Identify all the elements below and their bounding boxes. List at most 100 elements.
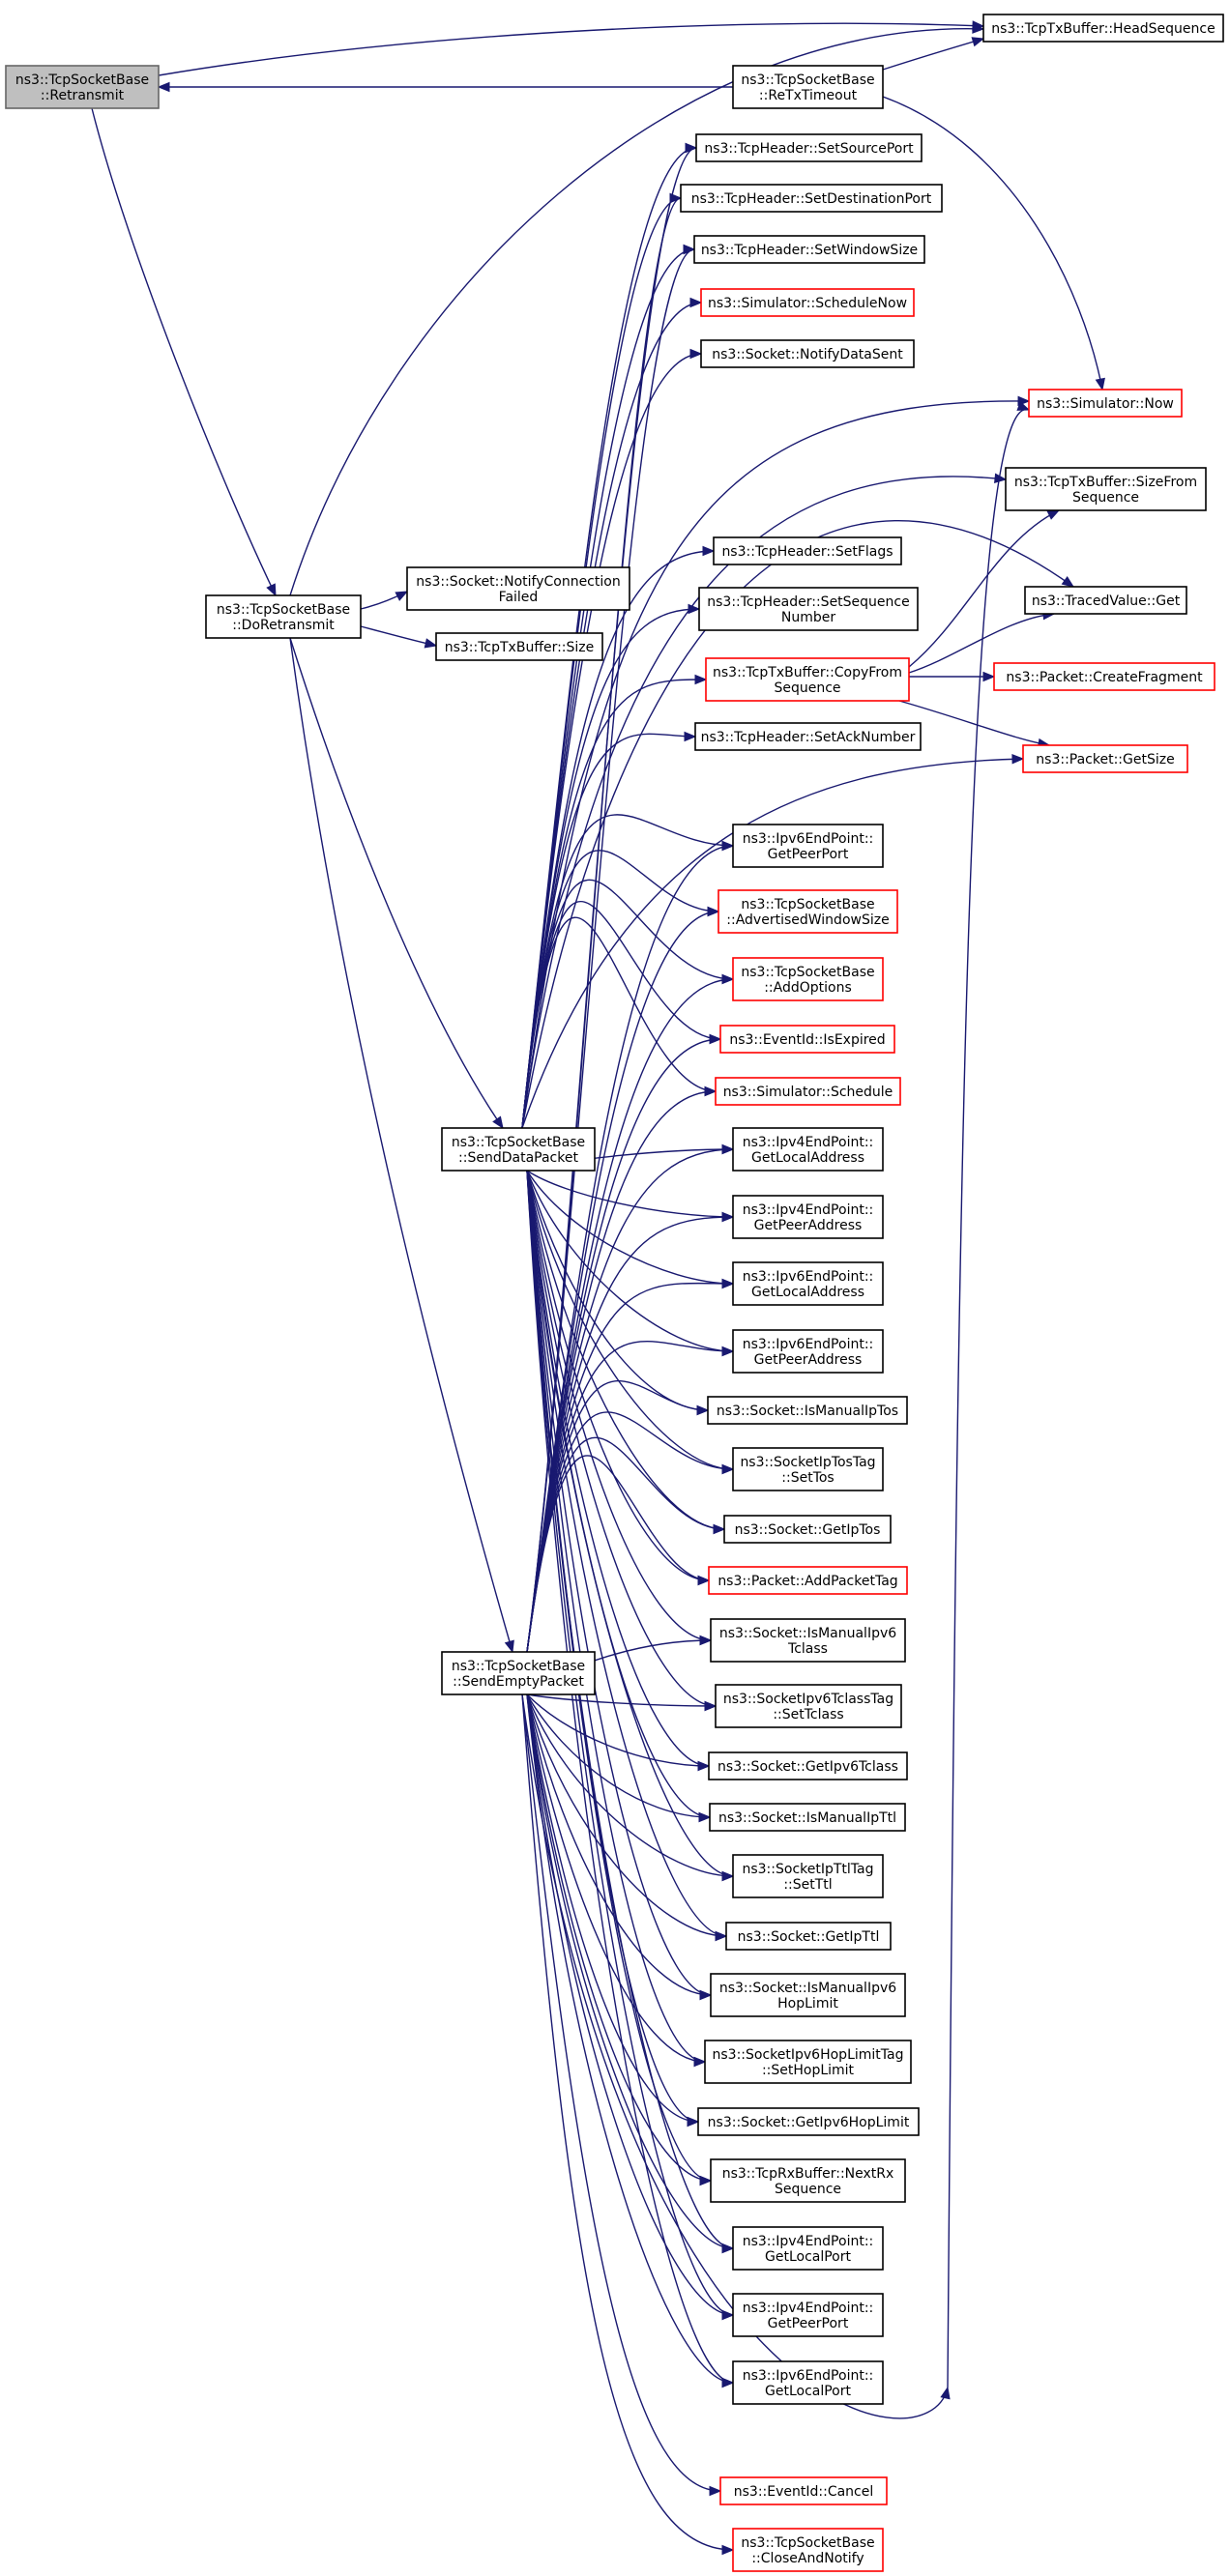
edge-sendemptypacket-to-socketipv6hoplimittag-arrowhead [693, 2056, 707, 2068]
node-senddatapacket-label-0: ns3::TcpSocketBase [452, 1135, 585, 1150]
edge-sendemptypacket-to-ismanualipv6hoplimit [526, 1693, 712, 1996]
edge-sendemptypacket-to-ismanualipv6tclass-arrowhead [699, 1635, 713, 1646]
node-ismanualipttl[interactable]: ns3::Socket::IsManualIpTtl [709, 1803, 906, 1832]
edge-sendemptypacket-to-ipv6getlocalport [526, 1693, 734, 2384]
node-simulatornow[interactable]: ns3::Simulator::Now [1028, 389, 1183, 418]
edge-sendemptypacket-to-closeandnotify [521, 1693, 734, 2551]
edge-sendemptypacket-to-socketipttltag [526, 1693, 734, 1877]
node-addoptions[interactable]: ns3::TcpSocketBase::AddOptions [732, 957, 884, 1001]
node-tracedvalueget[interactable]: ns3::TracedValue::Get [1024, 586, 1187, 615]
edge-sendemptypacket-to-simulatornow-up-arrowhead [1016, 401, 1031, 411]
node-socketipttltag[interactable]: ns3::SocketIpTtlTag::SetTtl [732, 1854, 884, 1898]
node-retransmit-label-0: ns3::TcpSocketBase [15, 72, 149, 88]
node-getipv6tclass[interactable]: ns3::Socket::GetIpv6Tclass [708, 1751, 908, 1780]
node-getiptos-label-0: ns3::Socket::GetIpTos [735, 1522, 881, 1538]
edge-sendemptypacket-to-getiptos-arrowhead [713, 1523, 726, 1535]
node-socketipv6hoplimittag[interactable]: ns3::SocketIpv6HopLimitTag::SetHopLimit [704, 2040, 912, 2084]
node-schedulenow-box [700, 288, 915, 317]
edge-sendemptypacket-to-ismanualipttl-arrowhead [698, 1811, 712, 1823]
edge-sendemptypacket-to-setdestinationport-arrowhead [669, 192, 683, 204]
node-ipv4getpeerport[interactable]: ns3::Ipv4EndPoint::GetPeerPort [732, 2293, 884, 2337]
edge-retxtimeout-to-simulatornow [882, 96, 1103, 391]
node-getiptos[interactable]: ns3::Socket::GetIpTos [723, 1515, 892, 1544]
node-setwindowsize[interactable]: ns3::TcpHeader::SetWindowSize [693, 235, 925, 264]
node-notifydatasent[interactable]: ns3::Socket::NotifyDataSent [700, 339, 915, 368]
node-packetgetsize[interactable]: ns3::Packet::GetSize [1022, 744, 1188, 773]
node-setdestinationport[interactable]: ns3::TcpHeader::SetDestinationPort [680, 184, 943, 213]
node-advertisedwindowsize[interactable]: ns3::TcpSocketBase::AdvertisedWindowSize [718, 889, 898, 934]
node-headsequence[interactable]: ns3::TcpTxBuffer::HeadSequence [982, 14, 1224, 43]
node-schedulenow[interactable]: ns3::Simulator::ScheduleNow [700, 288, 915, 317]
node-eventcancel[interactable]: ns3::EventId::Cancel [719, 2476, 888, 2505]
node-socketipttltag-label-0: ns3::SocketIpTtlTag [742, 1862, 873, 1877]
node-ismanualipv6hoplimit-box [710, 1973, 906, 2017]
node-ipv4getpeerport-box [732, 2293, 884, 2337]
node-setacknumber-label-0: ns3::TcpHeader::SetAckNumber [701, 730, 916, 745]
node-ipv6getpeeraddress[interactable]: ns3::Ipv6EndPoint::GetPeerAddress [732, 1329, 884, 1374]
node-ipv4getlocalport[interactable]: ns3::Ipv4EndPoint::GetLocalPort [732, 2226, 884, 2271]
node-setflags[interactable]: ns3::TcpHeader::SetFlags [713, 536, 902, 565]
node-sendemptypacket[interactable]: ns3::TcpSocketBase::SendEmptyPacket [441, 1651, 596, 1695]
edge-sendemptypacket-to-socketipv6tclasstag [526, 1693, 717, 1707]
node-getipttl[interactable]: ns3::Socket::GetIpTtl [725, 1922, 892, 1951]
edge-sendemptypacket-to-eventcancel [521, 1693, 721, 2492]
node-doretransmit[interactable]: ns3::TcpSocketBase::DoRetransmit [205, 594, 362, 639]
node-setsourceport[interactable]: ns3::TcpHeader::SetSourcePort [695, 133, 922, 162]
node-txbuffersize-label-0: ns3::TcpTxBuffer::Size [445, 640, 595, 655]
edge-senddatapacket-to-simulatorschedule [521, 916, 717, 1129]
node-ipv6getlocalport[interactable]: ns3::Ipv6EndPoint::GetLocalPort [732, 2360, 884, 2405]
node-setacknumber[interactable]: ns3::TcpHeader::SetAckNumber [694, 722, 922, 751]
node-getipv6hoplimit[interactable]: ns3::Socket::GetIpv6HopLimit [697, 2107, 920, 2136]
node-ipv4getpeeraddress-box [732, 1195, 884, 1239]
node-nextrxsequence-label-1: Sequence [775, 2182, 841, 2197]
node-createfragment[interactable]: ns3::Packet::CreateFragment [993, 662, 1215, 691]
node-ipv6getpeeraddress-box [732, 1329, 884, 1374]
node-doretransmit-box [205, 594, 362, 639]
node-simulatorschedule[interactable]: ns3::Simulator::Schedule [715, 1077, 901, 1106]
node-retxtimeout[interactable]: ns3::TcpSocketBase::ReTxTimeout [732, 65, 884, 109]
edge-senddatapacket-to-setflags-arrowhead [702, 545, 716, 557]
edge-sendemptypacket-to-simulatornow [521, 1693, 949, 2419]
node-getipv6tclass-label-0: ns3::Socket::GetIpv6Tclass [718, 1759, 898, 1775]
node-ismanualiptos[interactable]: ns3::Socket::IsManualIpTos [707, 1396, 908, 1425]
node-txbuffersize[interactable]: ns3::TcpTxBuffer::Size [435, 632, 603, 661]
node-retransmit[interactable]: ns3::TcpSocketBase::Retransmit [5, 65, 160, 109]
node-closeandnotify[interactable]: ns3::TcpSocketBase::CloseAndNotify [732, 2528, 884, 2572]
node-addpackettag[interactable]: ns3::Packet::AddPacketTag [708, 1566, 908, 1595]
node-ipv4getlocaladdress[interactable]: ns3::Ipv4EndPoint::GetLocalAddress [732, 1127, 884, 1172]
node-addoptions-label-0: ns3::TcpSocketBase [741, 965, 874, 980]
node-getipv6hoplimit-label-0: ns3::Socket::GetIpv6HopLimit [708, 2115, 910, 2130]
edge-sendemptypacket-to-ipv6getpeeraddress-arrowhead [721, 1346, 735, 1357]
node-notifyconnectionfailed-label-1: Failed [499, 590, 539, 605]
node-doretransmit-label-1: ::DoRetransmit [232, 618, 335, 633]
node-tracedvalueget-box [1024, 586, 1187, 615]
node-socketiptostag-label-0: ns3::SocketIpTosTag [740, 1455, 875, 1470]
edge-doretransmit-to-sendemptypacket [289, 637, 513, 1653]
node-socketiptostag[interactable]: ns3::SocketIpTosTag::SetTos [732, 1447, 884, 1491]
edge-doretransmit-to-headsequence [289, 28, 984, 596]
edge-doretransmit-to-txbuffersize [360, 625, 437, 647]
edge-senddatapacket-to-setacknumber-arrowhead [684, 731, 697, 742]
node-notifydatasent-label-0: ns3::Socket::NotifyDataSent [712, 347, 903, 362]
node-sendemptypacket-box [441, 1651, 596, 1695]
edge-sendemptypacket-to-getipttl-arrowhead [715, 1930, 728, 1942]
edge-senddatapacket-to-setwindowsize [521, 248, 695, 1129]
node-socketipv6tclasstag[interactable]: ns3::SocketIpv6TclassTag::SetTclass [715, 1684, 902, 1728]
node-setdestinationport-box [680, 184, 943, 213]
node-ipv6getlocaladdress[interactable]: ns3::Ipv6EndPoint::GetLocalAddress [732, 1261, 884, 1306]
node-senddatapacket[interactable]: ns3::TcpSocketBase::SendDataPacket [441, 1127, 596, 1172]
node-isexpired[interactable]: ns3::EventId::IsExpired [719, 1025, 895, 1054]
edge-senddatapacket-to-ipv6getlocaladdress [526, 1170, 734, 1285]
node-ipv4getpeeraddress[interactable]: ns3::Ipv4EndPoint::GetPeerAddress [732, 1195, 884, 1239]
node-ipv6getpeerport[interactable]: ns3::Ipv6EndPoint::GetPeerPort [732, 824, 884, 868]
edge-sendemptypacket-to-ipv4getlocaladdress-arrowhead [721, 1143, 735, 1155]
node-ismanualiptos-label-0: ns3::Socket::IsManualIpTos [717, 1404, 898, 1419]
node-retxtimeout-label-1: ::ReTxTimeout [759, 88, 858, 103]
